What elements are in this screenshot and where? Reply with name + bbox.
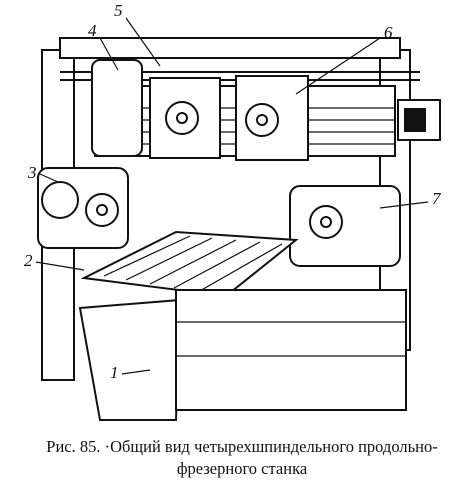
drive-housing-4 bbox=[91, 59, 143, 157]
callout-4: 4 bbox=[88, 21, 97, 40]
caption-line-2: фрезерного станка bbox=[176, 459, 308, 478]
handwheel-icon bbox=[85, 193, 119, 227]
motor-plate bbox=[404, 108, 426, 132]
machine-illustration: 1 2 3 4 5 6 7 bbox=[24, 1, 442, 421]
callout-3: 3 bbox=[27, 163, 37, 182]
spindle-head-6 bbox=[235, 75, 309, 161]
base bbox=[175, 289, 407, 411]
handwheel-icon bbox=[165, 101, 199, 135]
callout-5: 5 bbox=[114, 1, 123, 20]
side-head-3 bbox=[37, 167, 129, 249]
callout-2: 2 bbox=[24, 251, 33, 270]
spindle-head-5 bbox=[149, 77, 221, 159]
callout-6: 6 bbox=[384, 23, 393, 42]
bed-1 bbox=[78, 298, 182, 421]
handwheel-icon bbox=[309, 205, 343, 239]
caption-line-1: Рис. 85. ·Общий вид четырехшпиндельного … bbox=[46, 437, 438, 456]
callout-1: 1 bbox=[110, 363, 119, 382]
figure-caption: Рис. 85. ·Общий вид четырехшпиндельного … bbox=[18, 436, 466, 480]
handwheel-icon bbox=[245, 103, 279, 137]
side-head-7 bbox=[289, 185, 401, 267]
top-beam bbox=[59, 37, 401, 59]
callout-7: 7 bbox=[432, 189, 442, 208]
